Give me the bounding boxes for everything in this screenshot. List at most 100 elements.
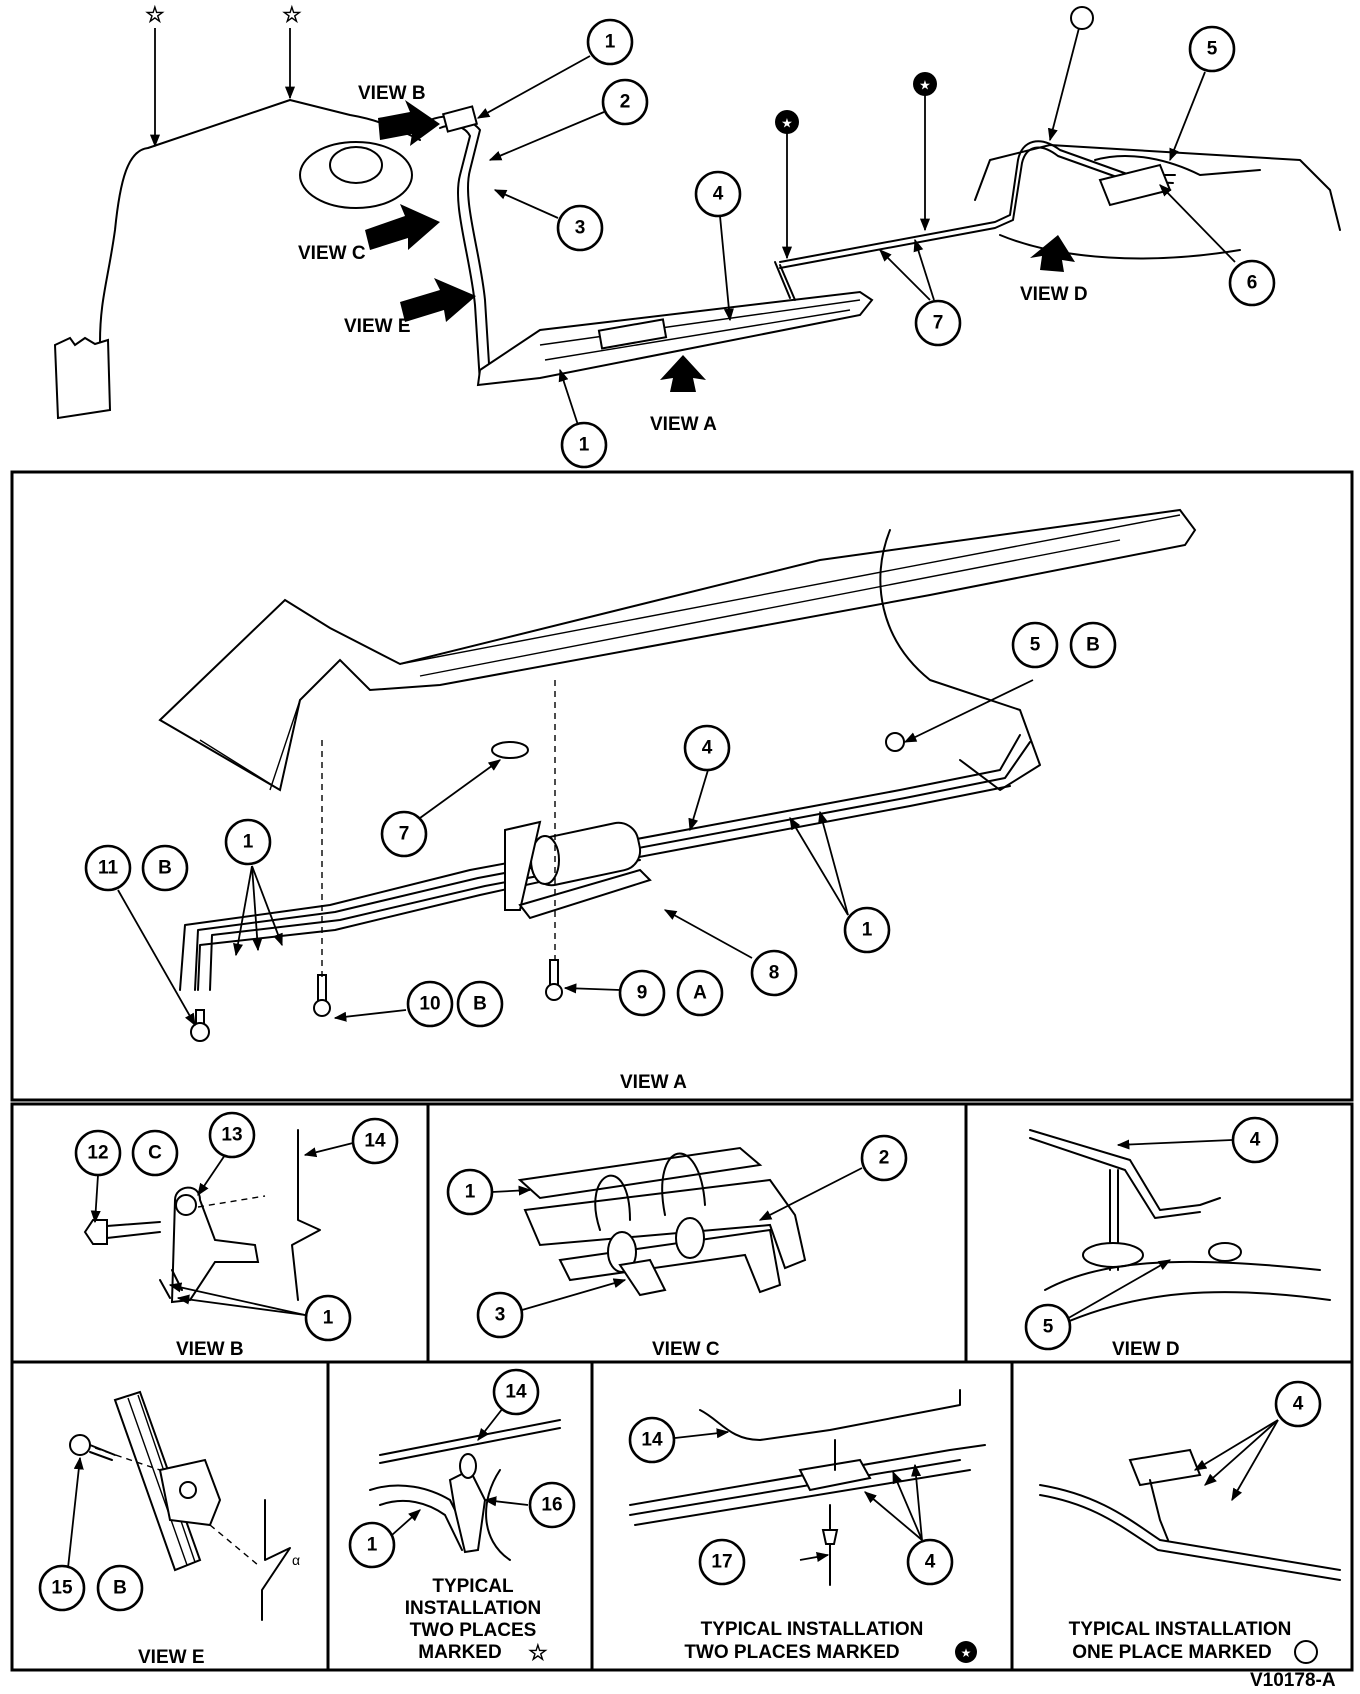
- callout-1: 1: [224, 818, 272, 866]
- typical-circle-panel: 4 TYPICAL INSTALLATION ONE PLACE MARKED: [1010, 1360, 1354, 1672]
- open-circle-icon: [1294, 1640, 1318, 1664]
- view-c-caption: VIEW C: [652, 1339, 720, 1360]
- svg-text:5: 5: [1043, 1317, 1054, 1338]
- callout-4: 4: [1274, 1380, 1322, 1428]
- callout-3: 3: [476, 1291, 524, 1339]
- letter-c: C: [131, 1129, 179, 1177]
- svg-text:B: B: [113, 1578, 127, 1599]
- svg-text:1: 1: [605, 32, 616, 53]
- svg-text:10: 10: [419, 994, 440, 1015]
- arrow-icon: [400, 278, 476, 322]
- svg-text:★: ★: [781, 116, 793, 131]
- view-c-label: VIEW C: [298, 243, 366, 264]
- svg-text:14: 14: [641, 1430, 663, 1451]
- svg-text:1: 1: [367, 1535, 378, 1556]
- callout-4: 4: [694, 170, 742, 218]
- callout-1: 1: [446, 1168, 494, 1216]
- filter-bracket: [518, 868, 652, 920]
- view-a-caption: VIEW A: [620, 1072, 687, 1093]
- svg-text:4: 4: [713, 184, 724, 205]
- svg-text:B: B: [473, 994, 487, 1015]
- callout-2: 2: [601, 78, 649, 126]
- view-e-label: VIEW E: [344, 316, 411, 337]
- open-star-icon: ☆: [528, 1640, 548, 1665]
- callout-7: 7: [914, 299, 962, 347]
- fuel-tank-canister: [53, 336, 112, 420]
- typical-filled-star-panel: 14 17 4 TYPICAL INSTALLATION TWO PLACES …: [590, 1360, 1014, 1672]
- svg-text:13: 13: [221, 1125, 242, 1146]
- vapor-line: [99, 99, 421, 343]
- callout-4: 4: [906, 1538, 954, 1586]
- svg-text:★: ★: [961, 1646, 972, 1660]
- overview-section: ☆ ☆ ★ ★ VIEW B: [53, 2, 1341, 469]
- view-d-caption: VIEW D: [1112, 1339, 1180, 1360]
- svg-text:B: B: [158, 858, 172, 879]
- svg-text:15: 15: [51, 1578, 73, 1599]
- typical-star-caption-2: INSTALLATION: [405, 1598, 542, 1619]
- filled-star-icon: [913, 72, 937, 96]
- svg-text:1: 1: [323, 1308, 334, 1329]
- callout-2: 2: [860, 1134, 908, 1182]
- svg-text:1: 1: [243, 832, 254, 853]
- arrow-icon: [660, 355, 706, 392]
- svg-text:12: 12: [87, 1143, 108, 1164]
- svg-text:1: 1: [579, 435, 590, 456]
- callout-7: 7: [380, 810, 428, 858]
- svg-text:1: 1: [862, 920, 873, 941]
- svg-text:4: 4: [1250, 1130, 1261, 1151]
- svg-text:7: 7: [399, 824, 410, 845]
- svg-text:4: 4: [1293, 1394, 1304, 1415]
- svg-text:8: 8: [769, 963, 780, 984]
- svg-text:7: 7: [933, 313, 944, 334]
- callout-14: 14: [351, 1117, 399, 1165]
- svg-text:16: 16: [541, 1495, 562, 1516]
- open-star-icon: ☆: [282, 2, 302, 27]
- svg-text:3: 3: [495, 1305, 506, 1326]
- callout-11: 11: [84, 844, 132, 892]
- svg-text:5: 5: [1030, 635, 1041, 656]
- view-d-panel: 4 5 VIEW D: [964, 1102, 1354, 1364]
- svg-text:14: 14: [364, 1131, 386, 1152]
- typical-filled-star-caption-1: TYPICAL INSTALLATION: [701, 1619, 924, 1640]
- callout-1: 1: [843, 906, 891, 954]
- view-a-panel: 5 B 4 7 1 1 8 9 A 10 B 11 B VIEW A: [10, 470, 1354, 1102]
- letter-b: B: [456, 980, 504, 1028]
- callout-1: 1: [304, 1294, 352, 1342]
- svg-text:5: 5: [1207, 39, 1218, 60]
- arrow-icon: [378, 100, 440, 146]
- letter-a: A: [676, 969, 724, 1017]
- fuel-filter: [597, 318, 668, 350]
- open-star-icon: ☆: [145, 2, 165, 27]
- view-e-panel: α 15 B VIEW E: [10, 1360, 330, 1672]
- frame-rail: [158, 508, 1197, 792]
- svg-text:14: 14: [505, 1382, 527, 1403]
- svg-text:C: C: [148, 1143, 162, 1164]
- svg-text:★: ★: [919, 78, 931, 93]
- callout-1b: 1: [560, 421, 608, 469]
- callout-4: 4: [683, 724, 731, 772]
- callout-12: 12: [74, 1129, 122, 1177]
- callout-13: 13: [208, 1111, 256, 1159]
- typical-star-panel: 14 16 1 TYPICAL INSTALLATION TWO PLACES …: [326, 1360, 594, 1672]
- callout-4: 4: [1231, 1116, 1279, 1164]
- arrow-icon: [1030, 235, 1075, 272]
- svg-text:11: 11: [98, 858, 119, 879]
- svg-text:B: B: [1086, 635, 1100, 656]
- callout-8: 8: [750, 949, 798, 997]
- typical-circle-caption-1: TYPICAL INSTALLATION: [1069, 1619, 1292, 1640]
- arrow-icon: [365, 204, 440, 250]
- view-a-label: VIEW A: [650, 414, 717, 435]
- callout-10: 10: [406, 980, 454, 1028]
- svg-text:4: 4: [925, 1552, 936, 1573]
- view-c-panel: 1 2 3 VIEW C: [426, 1102, 968, 1364]
- filled-star-icon: [775, 110, 799, 134]
- svg-text:2: 2: [879, 1148, 890, 1169]
- svg-text:3: 3: [575, 218, 586, 239]
- callout-15: 15: [38, 1564, 86, 1612]
- svg-text:1: 1: [465, 1182, 476, 1203]
- callout-14: 14: [492, 1368, 540, 1416]
- callout-3: 3: [556, 204, 604, 252]
- svg-text:6: 6: [1247, 273, 1258, 294]
- callout-16: 16: [528, 1481, 576, 1529]
